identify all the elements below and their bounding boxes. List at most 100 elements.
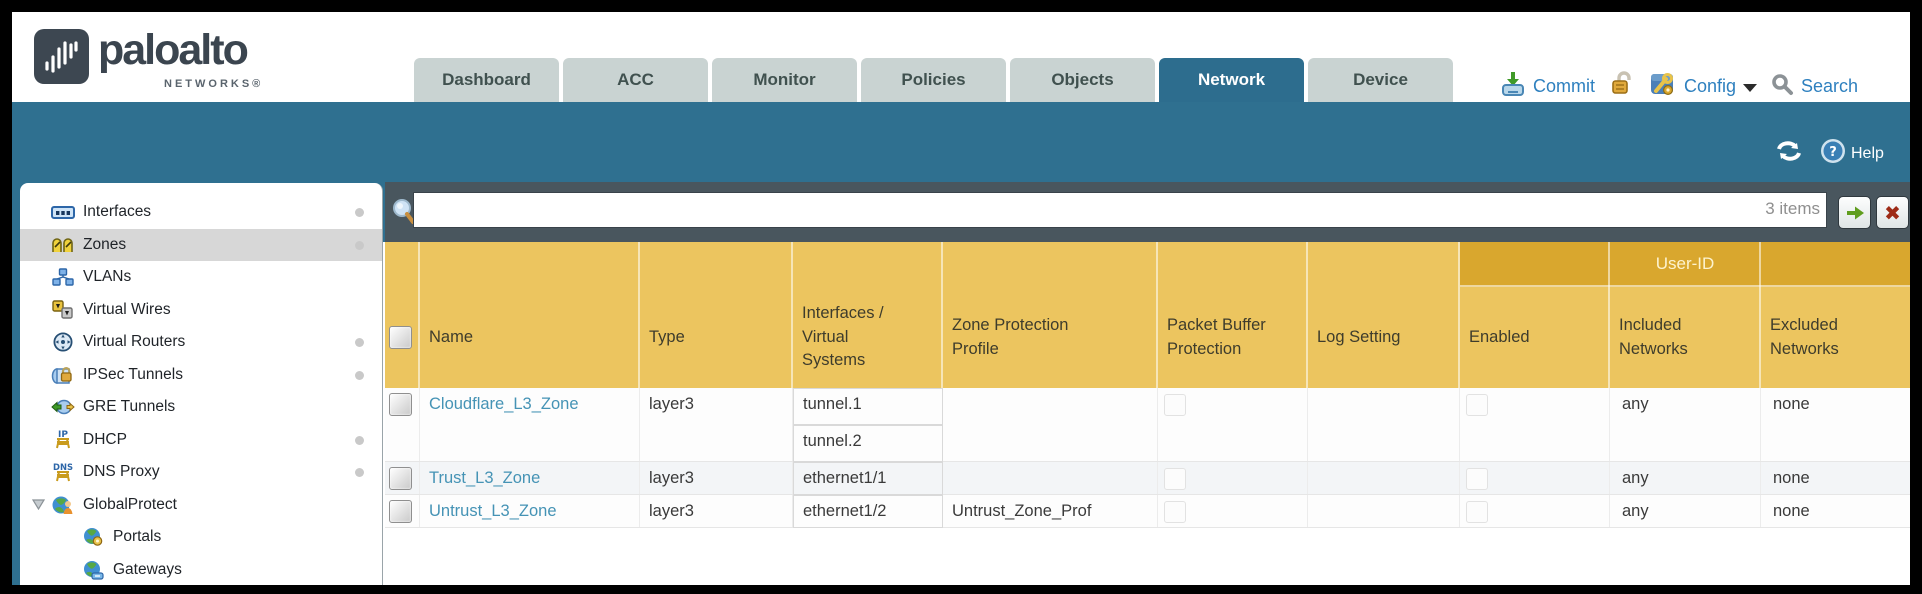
filter-bar: 3 items ✖ — [385, 182, 1910, 242]
paloalto-logo-icon — [34, 29, 89, 84]
tab-monitor[interactable]: Monitor — [712, 58, 857, 102]
table-row[interactable]: Cloudflare_L3_Zone layer3 tunnel.1 tunne… — [385, 388, 1910, 462]
help-button[interactable]: ? Help — [1820, 138, 1884, 169]
tab-policies[interactable]: Policies — [861, 58, 1006, 102]
brand-wordmark: paloalto — [98, 26, 249, 74]
log-setting-cell — [1308, 388, 1460, 461]
help-label: Help — [1851, 144, 1884, 162]
svg-text:DNS: DNS — [53, 462, 73, 472]
row-checkbox[interactable] — [389, 467, 412, 490]
sidebar-item-interfaces[interactable]: Interfaces — [20, 196, 382, 229]
column-header-excluded-networks[interactable]: Excluded Networks — [1770, 315, 1839, 358]
refresh-icon — [1777, 141, 1801, 161]
table-row[interactable]: Untrust_L3_Zone layer3 ethernet1/2 Untru… — [385, 495, 1910, 528]
user-id-group-header: User-ID — [1460, 242, 1910, 287]
search-icon[interactable] — [1770, 72, 1794, 101]
status-dot — [355, 240, 364, 250]
row-checkbox[interactable] — [389, 393, 412, 416]
commit-button[interactable]: Commit — [1533, 75, 1595, 96]
row-select-cell — [385, 495, 420, 527]
zone-protection-cell: Untrust_Zone_Prof — [943, 495, 1158, 527]
interfaces-cell: ethernet1/1 — [793, 462, 943, 495]
row-checkbox[interactable] — [389, 500, 412, 523]
sidebar-item-label: DHCP — [83, 430, 127, 448]
column-header-enabled[interactable]: Enabled — [1460, 242, 1610, 388]
zone-link[interactable]: Untrust_L3_Zone — [429, 502, 557, 520]
lock-icon[interactable] — [1610, 70, 1634, 102]
tab-objects[interactable]: Objects — [1010, 58, 1155, 102]
table-row[interactable]: Trust_L3_Zone layer3 ethernet1/1 any non… — [385, 462, 1910, 495]
sidebar-item-dns-proxy[interactable]: DNS DNS Proxy — [20, 456, 382, 489]
tab-dashboard[interactable]: Dashboard — [414, 58, 559, 102]
sidebar-item-dhcp[interactable]: IP DHCP — [20, 424, 382, 457]
column-header-name[interactable]: Name — [420, 242, 640, 388]
column-header-packet-buffer-protection[interactable]: Packet Buffer Protection — [1158, 242, 1308, 388]
enabled-checkbox[interactable] — [1466, 394, 1488, 416]
chevron-down-icon[interactable] — [1743, 83, 1758, 92]
log-setting-cell — [1308, 495, 1460, 527]
column-header-interfaces[interactable]: Interfaces / Virtual Systems — [793, 242, 943, 388]
magnifier-icon — [390, 197, 416, 232]
help-icon: ? — [1820, 138, 1846, 169]
apply-filter-button[interactable] — [1838, 196, 1871, 229]
sidebar-item-portals[interactable]: Portals — [20, 521, 382, 554]
sidebar-item-label: DNS Proxy — [83, 463, 160, 481]
zone-link[interactable]: Cloudflare_L3_Zone — [429, 395, 579, 413]
expander-triangle-icon[interactable] — [26, 499, 50, 511]
zones-icon — [50, 235, 76, 255]
config-icon[interactable] — [1649, 70, 1677, 103]
packet-buffer-checkbox[interactable] — [1164, 501, 1186, 523]
column-header-log-setting[interactable]: Log Setting — [1308, 242, 1460, 388]
status-dot — [355, 468, 364, 477]
interface-entry: tunnel.1 — [793, 388, 943, 425]
packet-buffer-checkbox[interactable] — [1164, 394, 1186, 416]
column-header-zone-protection-profile[interactable]: Zone Protection Profile — [943, 242, 1158, 388]
close-x-icon: ✖ — [1884, 200, 1901, 225]
packet-buffer-cell — [1158, 462, 1308, 494]
brand-sub-wordmark: NETWORKS® — [164, 78, 264, 90]
status-dot — [355, 208, 364, 217]
interface-entry: ethernet1/2 — [793, 495, 943, 528]
sidebar-item-globalprotect[interactable]: GlobalProtect — [20, 489, 382, 522]
sidebar-item-gateways[interactable]: Gateways — [20, 554, 382, 586]
clear-filter-button[interactable]: ✖ — [1876, 196, 1909, 229]
filter-input[interactable] — [413, 192, 1827, 228]
commit-icon[interactable] — [1500, 70, 1526, 103]
config-button[interactable]: Config — [1684, 75, 1737, 96]
enabled-cell — [1460, 495, 1610, 527]
search-button[interactable]: Search — [1801, 75, 1859, 96]
enabled-checkbox[interactable] — [1466, 501, 1488, 523]
zone-link[interactable]: Trust_L3_Zone — [429, 469, 541, 487]
zone-protection-cell — [943, 462, 1158, 494]
select-all-checkbox[interactable] — [389, 326, 412, 349]
sidebar-item-gre-tunnels[interactable]: GRE Tunnels — [20, 391, 382, 424]
tab-acc[interactable]: ACC — [563, 58, 708, 102]
included-networks-cell: any — [1610, 462, 1761, 494]
enabled-checkbox[interactable] — [1466, 468, 1488, 490]
sidebar-item-label: GlobalProtect — [83, 495, 177, 513]
portals-icon — [80, 527, 106, 547]
sidebar-item-virtual-routers[interactable]: Virtual Routers — [20, 326, 382, 359]
select-all-column-header — [385, 242, 420, 388]
sidebar-item-label: VLANs — [83, 268, 132, 286]
sidebar-item-label: IPSec Tunnels — [83, 365, 183, 383]
sidebar-item-virtual-wires[interactable]: Virtual Wires — [20, 294, 382, 327]
status-dot — [355, 435, 364, 445]
packet-buffer-cell — [1158, 495, 1308, 527]
packet-buffer-checkbox[interactable] — [1164, 468, 1186, 490]
sidebar-item-zones[interactable]: Zones — [20, 228, 382, 261]
sidebar-item-ipsec-tunnels[interactable]: IPSec Tunnels — [20, 359, 382, 392]
sidebar-item-label: Interfaces — [83, 203, 152, 221]
tab-device[interactable]: Device — [1308, 58, 1453, 102]
interfaces-cell: tunnel.1 tunnel.2 — [793, 388, 943, 462]
sidebar-item-vlans[interactable]: VLANs — [20, 261, 382, 294]
column-header-included-networks[interactable]: Included Networks — [1610, 242, 1761, 388]
refresh-button[interactable] — [1775, 139, 1803, 163]
column-header-type[interactable]: Type — [640, 242, 793, 388]
tab-network[interactable]: Network — [1159, 58, 1304, 102]
table-header: Name Type Interfaces / Virtual Systems Z… — [385, 242, 1910, 388]
top-toolbar: Commit Config — [1500, 68, 1858, 104]
vlans-icon — [50, 267, 76, 287]
interface-entry: tunnel.2 — [793, 425, 943, 462]
